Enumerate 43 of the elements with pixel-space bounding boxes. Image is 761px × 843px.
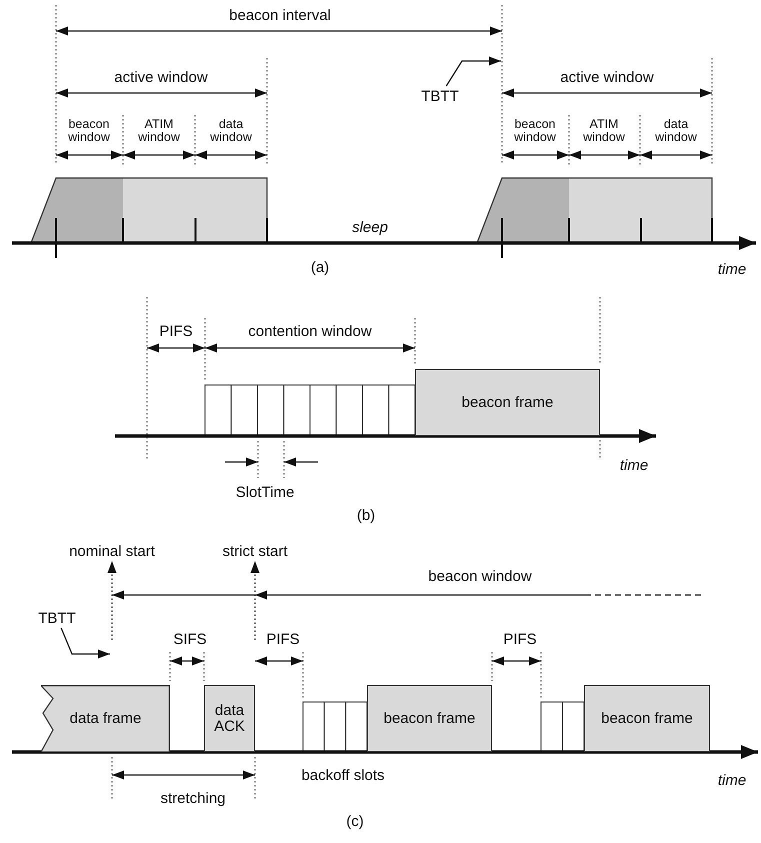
frame-label: beacon frame — [462, 394, 554, 410]
frame-box — [367, 685, 492, 752]
timing-label: beacon window — [67, 118, 111, 144]
timing-label: data window — [654, 118, 698, 144]
frame-label: beacon frame — [384, 710, 476, 726]
frame-box — [584, 685, 710, 752]
timing-label: (c) — [346, 814, 364, 830]
timing-label: beacon interval — [229, 8, 331, 24]
leader-line — [250, 561, 260, 640]
timing-label: PIFS — [159, 324, 193, 340]
frame-label: beacon frame — [601, 710, 693, 726]
timing-label: ATIM window — [137, 118, 181, 144]
frame-label: data frame — [70, 710, 142, 726]
timing-label: ATIM window — [582, 118, 626, 144]
timing-label: sleep — [352, 220, 388, 236]
timing-label: PIFS — [266, 632, 300, 648]
frame-box — [415, 369, 600, 436]
timing-label: data window — [209, 118, 253, 144]
timing-label: beacon window — [513, 118, 557, 144]
leader-line — [108, 561, 116, 640]
leader-line — [446, 56, 501, 86]
timing-label: active window — [560, 70, 654, 86]
timing-label: (a) — [310, 260, 330, 276]
timing-label: time — [620, 458, 648, 474]
frame-box — [204, 685, 255, 752]
timing-label: contention window — [248, 324, 372, 340]
timing-label: PIFS — [503, 632, 537, 648]
frame-box — [41, 685, 170, 752]
timing-label: TBTT — [418, 86, 462, 106]
timing-label: time — [718, 262, 746, 278]
timing-label: TBTT — [34, 608, 80, 628]
timing-label: SlotTime — [236, 485, 294, 501]
timing-label: SIFS — [173, 632, 207, 648]
timing-label: nominal start — [63, 541, 161, 561]
timing-label: time — [718, 773, 746, 789]
frame-label: data ACK — [213, 702, 246, 734]
timing-label: stretching — [160, 791, 226, 807]
timing-label: backoff slots — [301, 768, 385, 784]
leader-line — [60, 628, 110, 658]
timing-label: strict start — [212, 541, 298, 561]
timing-label: active window — [114, 70, 208, 86]
timing-label: (b) — [356, 508, 376, 524]
timing-label: beacon window — [428, 569, 532, 585]
